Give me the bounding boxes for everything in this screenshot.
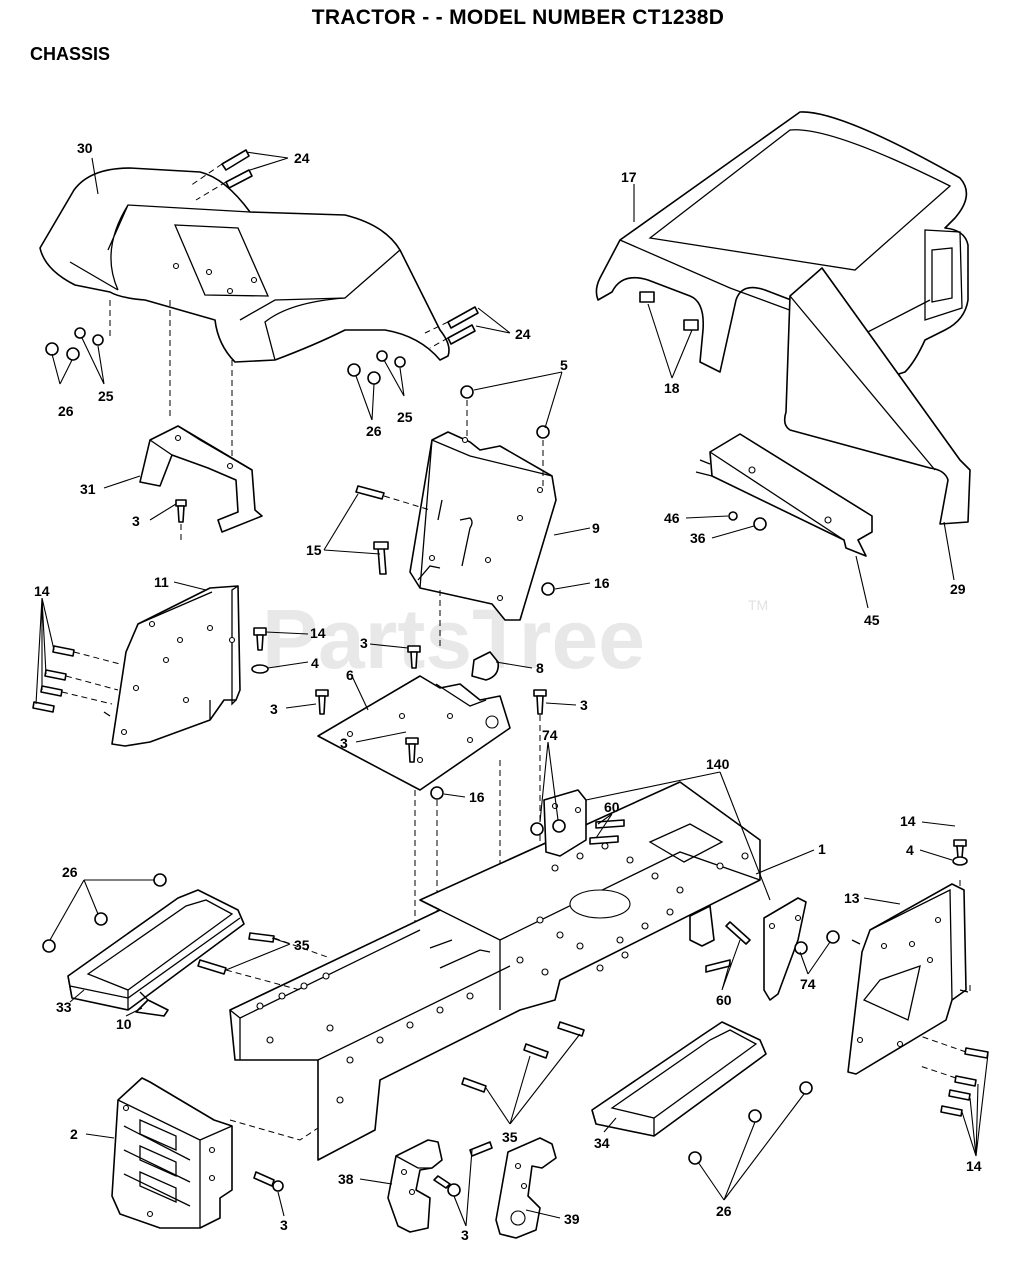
callout-label: 34 [594, 1135, 610, 1151]
bracket-part-140 [543, 789, 807, 1001]
callout-label: 11 [154, 574, 169, 590]
callout-label: 3 [580, 697, 588, 713]
callout-label: 46 [664, 510, 680, 526]
callout-label: 35 [294, 937, 310, 953]
callout-label: 30 [77, 140, 93, 156]
bolts-part-24-upper [189, 149, 253, 201]
callout-label: 17 [621, 169, 637, 185]
callout-label: 60 [716, 992, 732, 1008]
bolts-part-35-lower [461, 1021, 585, 1093]
callout-label: 8 [536, 660, 544, 676]
callout-label: 74 [542, 727, 558, 743]
bolt-part-10 [135, 991, 169, 1017]
bracket-part-39 [495, 1137, 557, 1239]
nuts-part-5 [460, 385, 550, 486]
nuts-washers-left [45, 300, 111, 361]
side-panel-part-11 [103, 585, 241, 747]
callout-label: 33 [56, 999, 72, 1015]
callout-label: 18 [664, 380, 680, 396]
bolts-part-3-bottom-center [433, 1141, 493, 1197]
nuts-part-26-right [688, 1081, 813, 1165]
callout-label: 15 [306, 542, 322, 558]
bolts-part-3-plate [315, 645, 547, 800]
callout-label: 5 [560, 357, 568, 373]
footrest-part-34 [591, 1021, 767, 1137]
callout-label: 25 [98, 388, 114, 404]
callout-label: 16 [469, 789, 485, 805]
callout-label: 14 [966, 1158, 982, 1174]
dash-panel-part-9 [409, 431, 557, 621]
rear-fender-part-17 [595, 111, 969, 381]
footrest-part-33 [67, 889, 245, 1011]
side-panel-part-13 [847, 883, 969, 1075]
front-bracket-part-2 [111, 1077, 233, 1229]
callout-label: 4 [906, 842, 914, 858]
callout-label: 13 [844, 890, 860, 906]
callout-label: 24 [294, 150, 310, 166]
watermark-tm: TM [748, 597, 768, 613]
callout-label: 74 [800, 976, 816, 992]
bolt-part-3-bottom-left [253, 1171, 284, 1192]
callout-label: 26 [62, 864, 78, 880]
callout-labels: 30 24 24 25 26 25 26 31 3 17 18 5 9 15 1… [34, 140, 982, 1243]
bracket-part-31 [139, 425, 263, 533]
nut-part-16-upper [541, 582, 555, 596]
callout-label: 45 [864, 612, 880, 628]
callout-label: 39 [564, 1211, 580, 1227]
callout-label: 4 [311, 655, 319, 671]
callout-label: 60 [604, 799, 620, 815]
callout-label: 10 [116, 1016, 132, 1032]
nut-part-36 [753, 517, 767, 531]
panel-part-29 [783, 267, 971, 525]
callout-label: 26 [58, 403, 74, 419]
callout-label: 6 [346, 667, 354, 683]
bolt-part-14-center [251, 627, 269, 674]
callout-label: 26 [716, 1203, 732, 1219]
callout-label: 14 [900, 813, 916, 829]
callout-label: 29 [950, 581, 966, 597]
callout-label: 9 [592, 520, 600, 536]
front-panel-part-30 [39, 167, 450, 363]
callout-label: 3 [461, 1227, 469, 1243]
callout-label: 3 [132, 513, 140, 529]
bolts-part-35-upper [197, 932, 331, 991]
section-heading: CHASSIS [30, 44, 111, 64]
callout-label: 3 [280, 1217, 288, 1233]
bracket-part-45 [695, 433, 873, 557]
nuts-part-26-left [42, 873, 167, 953]
callout-label: 24 [515, 326, 531, 342]
bolt-part-3-a [175, 499, 187, 540]
bolts-part-14-left [32, 645, 121, 713]
callout-label: 1 [818, 841, 826, 857]
washer-part-46 [728, 511, 738, 521]
callout-label: 31 [80, 481, 96, 497]
bolt-part-14-right [952, 839, 968, 866]
callout-label: 2 [70, 1126, 78, 1142]
callout-label: 26 [366, 423, 382, 439]
callout-label: 25 [397, 409, 413, 425]
callout-label: 3 [340, 735, 348, 751]
callout-label: 38 [338, 1171, 354, 1187]
callout-label: 35 [502, 1129, 518, 1145]
hardware-74-60 [530, 819, 840, 973]
callout-label: 3 [270, 701, 278, 717]
bolts-part-14-lower-right [919, 1035, 989, 1117]
watermark-text: PartsTree [262, 592, 645, 686]
bracket-part-38 [387, 1139, 443, 1233]
main-frame-part-1 [229, 781, 761, 1161]
callout-label: 14 [310, 625, 326, 641]
floor-plate-part-6 [317, 675, 511, 791]
bolts-part-15 [355, 485, 431, 575]
callout-label: 16 [594, 575, 610, 591]
page-title: TRACTOR - - MODEL NUMBER CT1238D [311, 6, 725, 29]
callout-label: 140 [706, 756, 730, 772]
callout-label: 3 [360, 635, 368, 651]
callout-label: 14 [34, 583, 50, 599]
bolts-part-24-lower [424, 306, 479, 349]
leader-lines [35, 151, 989, 1227]
callout-label: 36 [690, 530, 706, 546]
nuts-washers-right [169, 300, 406, 470]
